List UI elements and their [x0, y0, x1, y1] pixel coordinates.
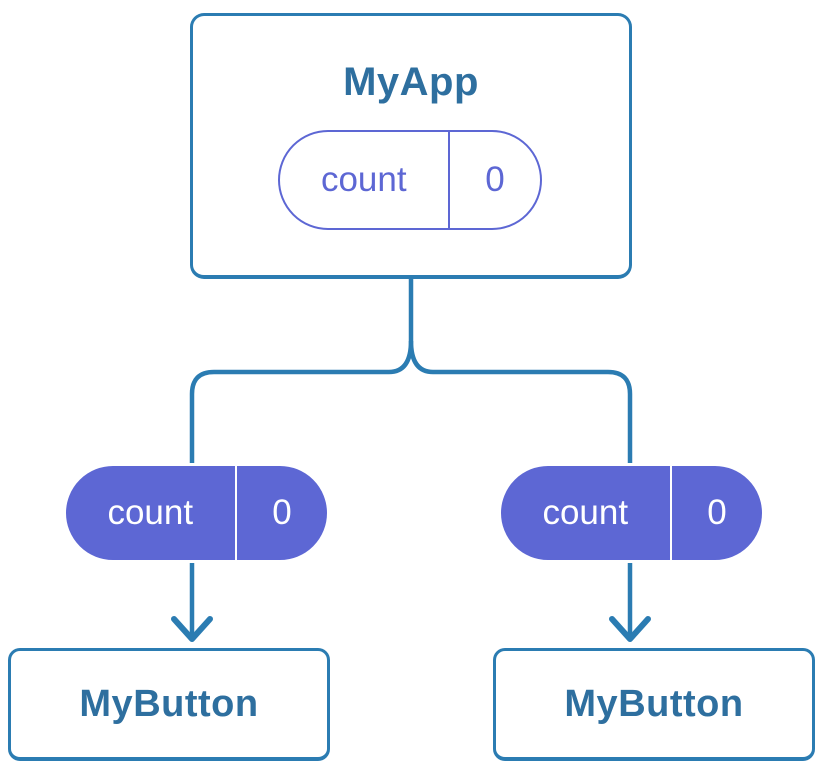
mybutton-card-title: MyButton — [564, 683, 744, 725]
connector-branch-right — [408, 340, 633, 637]
mybutton-card-right: MyButton — [493, 648, 815, 761]
pill-divider — [669, 466, 672, 560]
prop-name-label: count — [107, 493, 194, 532]
mybutton-card-left: MyButton — [8, 648, 330, 761]
prop-name-label: count — [320, 160, 407, 199]
arrow-down-icon — [171, 616, 213, 642]
right-props-pill: count 0 — [498, 463, 765, 563]
arrow-down-icon — [609, 616, 651, 642]
left-props-pill: count 0 — [63, 463, 330, 563]
pill-divider — [234, 466, 237, 560]
myapp-card: MyApp count 0 — [190, 13, 632, 279]
prop-value-label: 0 — [272, 493, 292, 532]
myapp-card-title: MyApp — [343, 60, 479, 104]
prop-value-label: 0 — [485, 160, 505, 199]
mybutton-card-title: MyButton — [79, 683, 259, 725]
pill-divider — [447, 132, 450, 228]
prop-name-label: count — [542, 493, 629, 532]
prop-value-label: 0 — [707, 493, 727, 532]
root-props-pill: count 0 — [278, 130, 542, 230]
connector-branch-left — [189, 340, 414, 637]
